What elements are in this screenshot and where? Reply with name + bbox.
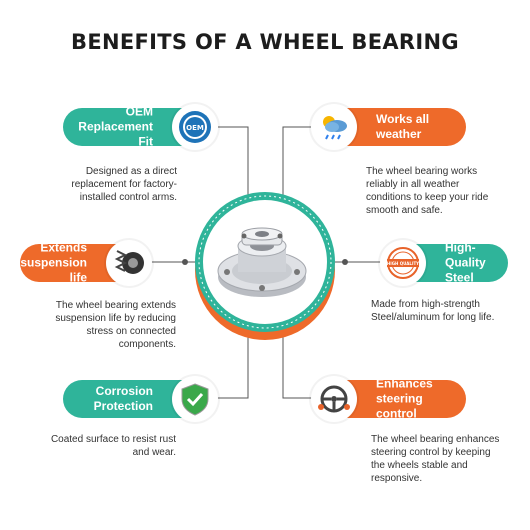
oem-badge-icon: OEM <box>172 104 218 150</box>
benefit-works-all-weather: Works all weather <box>311 104 466 150</box>
connector-line <box>214 330 249 399</box>
wheel-bearing-image <box>217 227 307 297</box>
benefit-high-quality-steel: HIGH QUALITY High-Quality Steel <box>380 240 508 286</box>
benefit-title: Enhances <box>376 376 433 391</box>
benefit-title: suspension life <box>20 255 87 285</box>
benefit-extends-suspension-life: Extends suspension life <box>20 240 152 286</box>
high-quality-stamp-icon: HIGH QUALITY <box>380 240 426 286</box>
stamp-icon-text: HIGH QUALITY <box>387 261 419 266</box>
benefit-title: Extends <box>40 240 87 255</box>
benefit-title: High-Quality <box>445 240 486 270</box>
benefit-title: weather <box>376 127 422 141</box>
connector-line <box>282 126 314 200</box>
benefit-description: The wheel bearing enhances steering cont… <box>371 434 500 484</box>
benefit-description: The wheel bearing extends suspension lif… <box>55 300 176 350</box>
benefit-description: The wheel bearing works reliably in all … <box>366 166 489 216</box>
benefit-title: Corrosion <box>95 384 153 398</box>
oem-icon-text: OEM <box>186 124 204 132</box>
benefit-oem-replacement-fit: OEM Replacement Fit OEM <box>63 104 218 150</box>
suspension-icon <box>106 240 152 286</box>
benefit-description: Made from high-strength Steel/aluminum f… <box>371 299 495 323</box>
benefit-corrosion-protection: Corrosion Protection <box>63 376 218 422</box>
benefit-enhances-steering-control: Enhances steering control <box>311 376 466 422</box>
connector-line <box>214 126 249 200</box>
benefit-title: Protection <box>93 399 153 413</box>
benefit-title: Works all <box>376 112 430 126</box>
benefit-title: Replacement Fit <box>78 119 153 149</box>
weather-icon <box>311 104 357 150</box>
steering-wheel-icon <box>311 376 357 422</box>
benefit-description: Designed as a direct replacement for fac… <box>71 166 177 203</box>
connector-line <box>282 330 314 399</box>
benefit-title: steering control <box>376 391 423 421</box>
benefit-description: Coated surface to resist rust and wear. <box>50 434 176 458</box>
page-title: BENEFITS OF A WHEEL BEARING <box>71 30 459 54</box>
benefit-title: Steel <box>445 270 474 285</box>
shield-check-icon <box>172 376 218 422</box>
benefit-title: OEM <box>125 104 153 119</box>
